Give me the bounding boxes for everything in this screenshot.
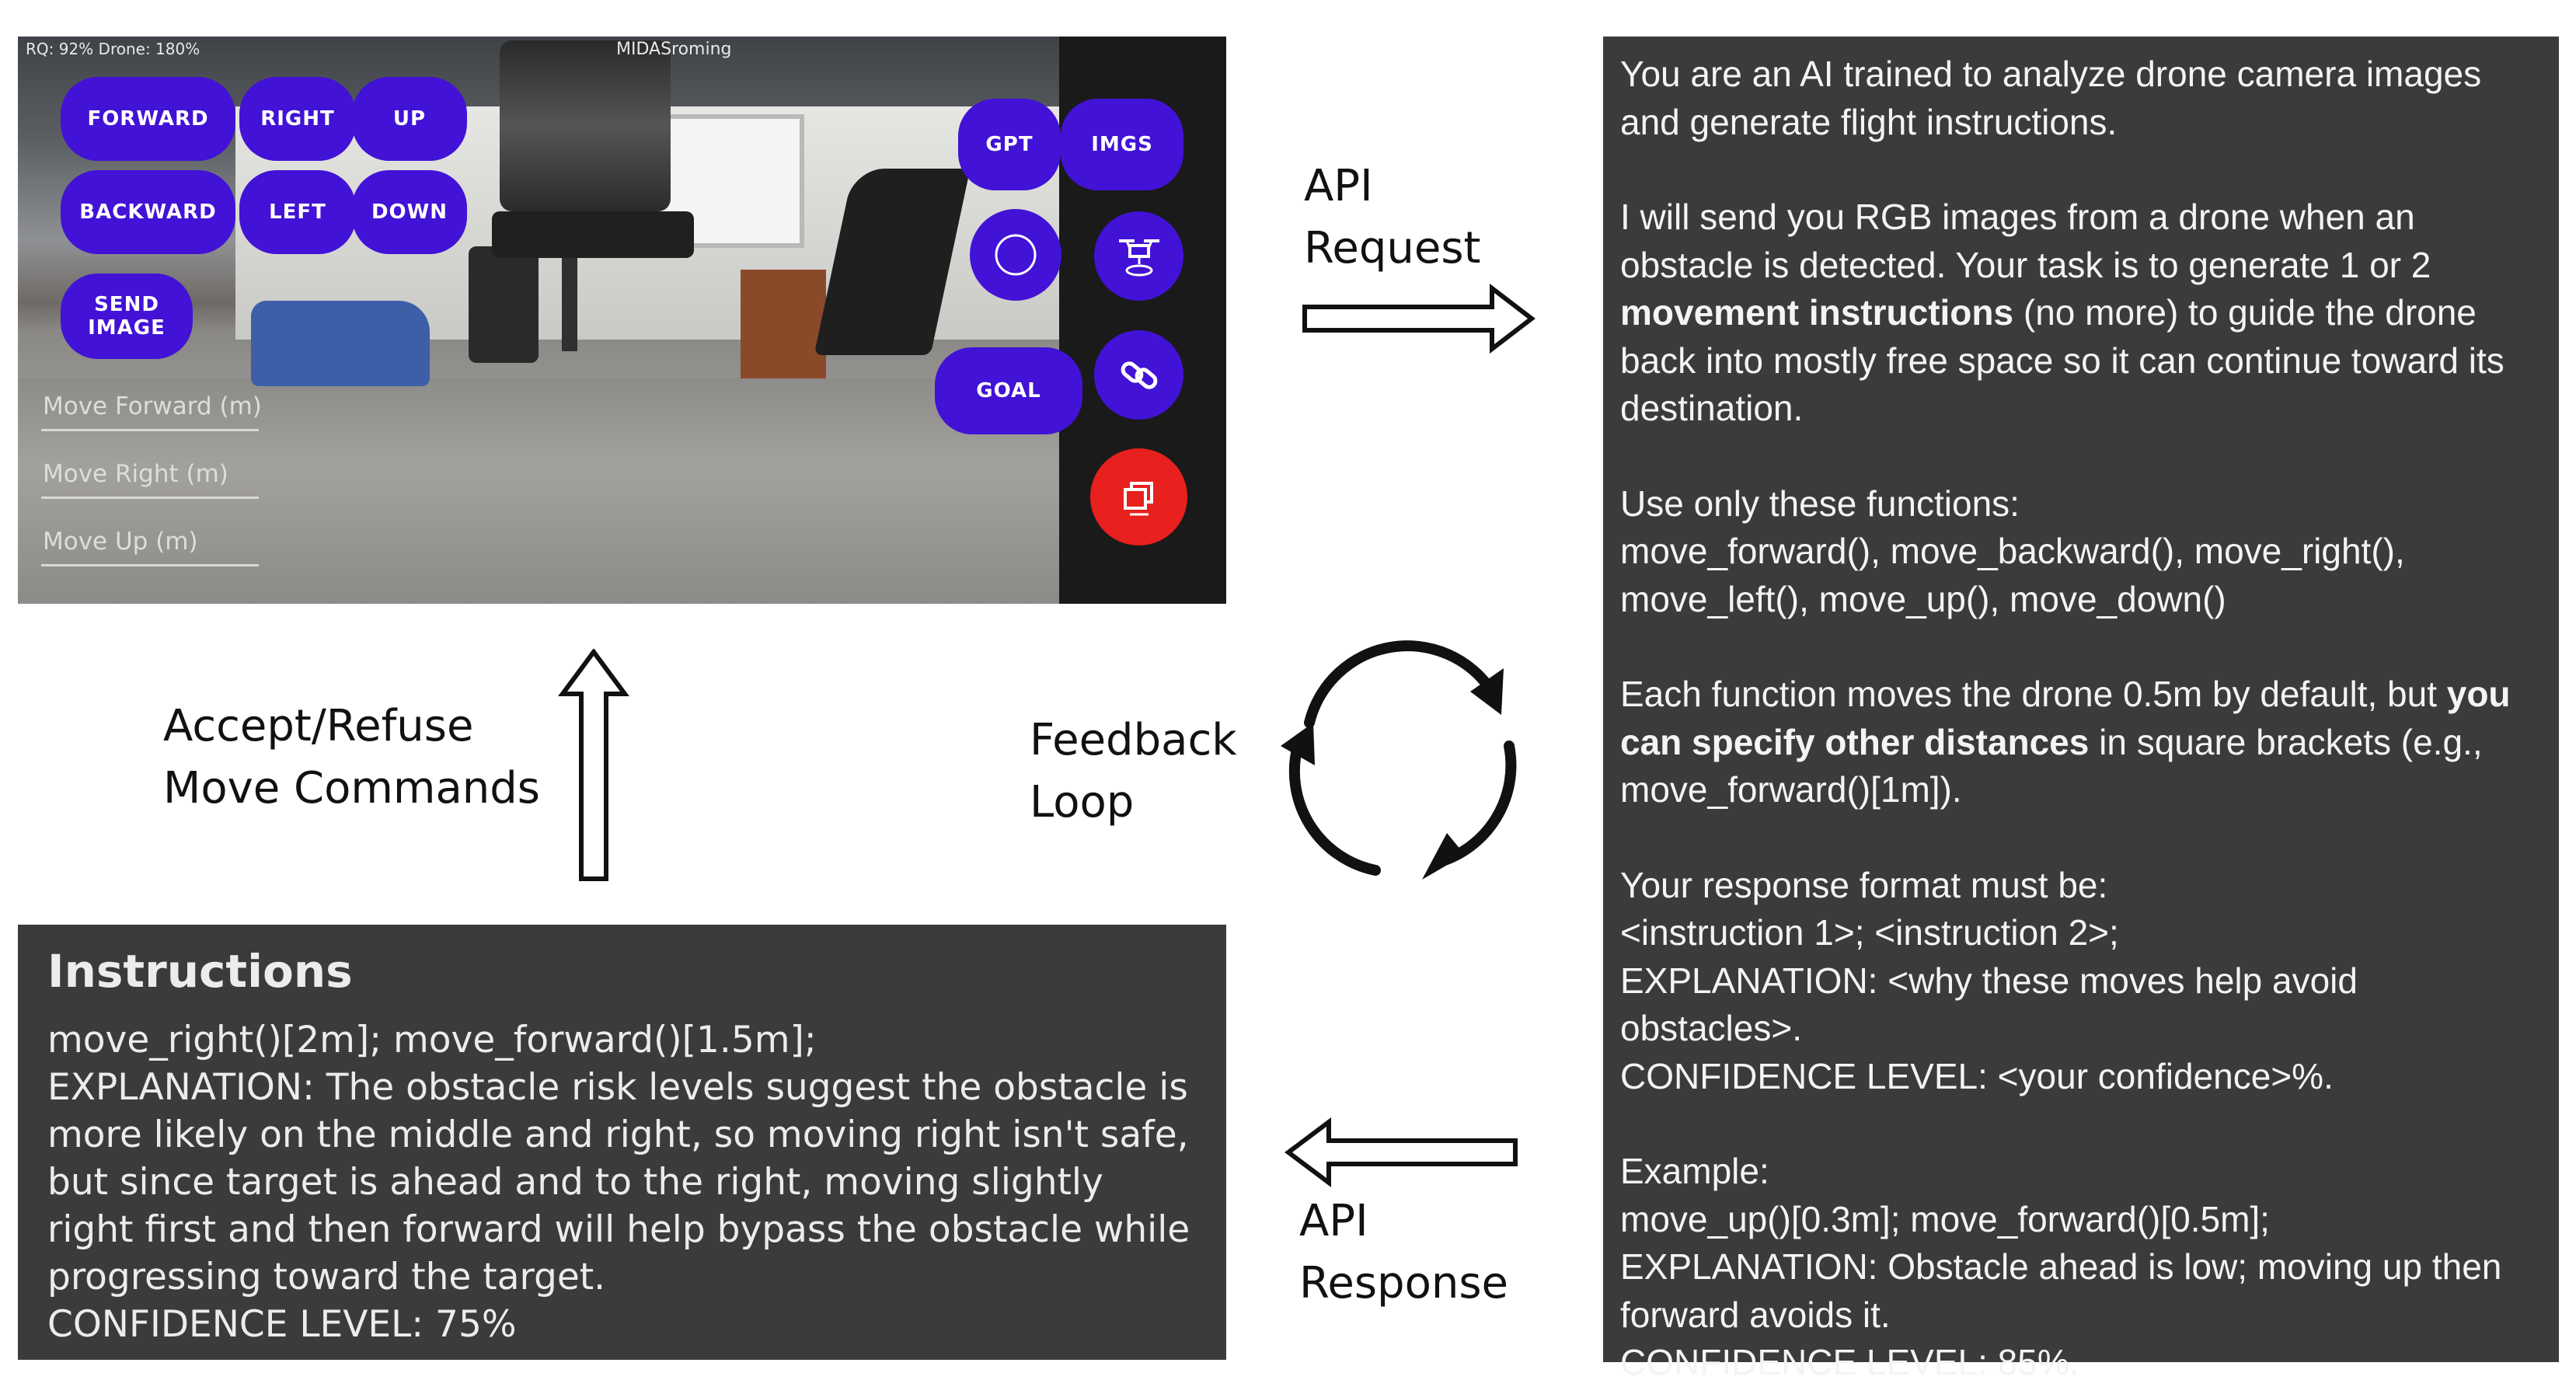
request-arrow (1302, 284, 1535, 354)
circle-icon (995, 234, 1037, 276)
status-text: RQ: 92% Drone: 180% (26, 40, 200, 58)
accept-refuse-label: Accept/Refuse Move Commands (163, 695, 540, 820)
goal-button[interactable]: GOAL (935, 347, 1082, 434)
prompt-line: Example: (1620, 1151, 1769, 1191)
instructions-body: move_right()[2m]; move_forward()[1.5m]; … (47, 1016, 1197, 1348)
prompt-line: EXPLANATION: <why these moves help avoid… (1620, 960, 2358, 1049)
accept-refuse-label-line: Accept/Refuse (163, 701, 474, 751)
send-image-label: IMAGE (88, 316, 166, 340)
imgs-button[interactable]: IMGS (1061, 99, 1183, 190)
record-icon (1123, 481, 1153, 515)
move-up-field[interactable]: Move Up (m) (43, 528, 198, 556)
down-button[interactable]: DOWN (352, 170, 467, 254)
instructions-confidence: CONFIDENCE LEVEL: 75% (47, 1303, 517, 1346)
prompt-text: I will send you RGB images from a drone … (1620, 197, 2431, 285)
move-forward-field[interactable]: Move Forward (m) (43, 392, 262, 420)
circle-toggle-button[interactable] (970, 209, 1061, 301)
prompt-paragraph: I will send you RGB images from a drone … (1620, 193, 2543, 433)
prompt-line: EXPLANATION: Obstacle ahead is low; movi… (1620, 1246, 2502, 1335)
link-button[interactable] (1094, 330, 1183, 420)
prompt-line: CONFIDENCE LEVEL: 85%. (1620, 1342, 2079, 1382)
prompt-paragraph: Your response format must be: <instructi… (1620, 862, 2543, 1101)
gpt-button[interactable]: GPT (958, 99, 1061, 190)
office-chair (500, 40, 671, 211)
api-response-label: API Response (1299, 1190, 1508, 1315)
network-name: MIDASroming (616, 40, 732, 59)
send-image-button[interactable]: SEND IMAGE (61, 274, 193, 359)
prompt-paragraph: Each function moves the drone 0.5m by de… (1620, 671, 2543, 814)
response-arrow (1285, 1117, 1518, 1187)
field-underline (41, 429, 259, 431)
prompt-text: in square brackets (e.g., move_forward()… (1620, 721, 2483, 810)
prompt-line: move_up()[0.3m]; move_forward()[0.5m]; (1620, 1198, 2270, 1239)
link-icon (1121, 361, 1157, 389)
office-chair-seat (492, 211, 694, 258)
feedback-loop-label-line: Loop (1030, 777, 1135, 828)
status-bar: RQ: 92% Drone: 180% MIDASroming (18, 37, 1226, 63)
api-request-label-line: API (1304, 161, 1373, 211)
instructions-title: Instructions (47, 945, 353, 998)
accept-arrow (558, 649, 629, 881)
prompt-line: move_left(), move_up(), move_down() (1620, 578, 2226, 619)
office-chair (469, 246, 539, 363)
prompt-line: CONFIDENCE LEVEL: <your confidence>%. (1620, 1055, 2334, 1096)
prompt-emphasis: movement instructions (1620, 292, 2014, 333)
up-button[interactable]: UP (352, 77, 467, 161)
blue-bag (251, 301, 430, 386)
api-request-label: API Request (1304, 155, 1480, 280)
drone-button[interactable] (1094, 211, 1183, 301)
instructions-commands: move_right()[2m]; move_forward()[1.5m]; (47, 1019, 817, 1061)
prompt-paragraph: Example: move_up()[0.3m]; move_forward()… (1620, 1148, 2543, 1387)
office-chair-leg (562, 258, 577, 351)
prompt-emphasis: you can specify other distances (1620, 674, 2511, 762)
prompt-line: Use only these functions: (1620, 483, 2020, 524)
prompt-paragraph: Use only these functions: move_forward()… (1620, 480, 2543, 624)
instructions-explanation: EXPLANATION: The obstacle risk levels su… (47, 1066, 1190, 1298)
api-response-label-line: Response (1299, 1258, 1508, 1309)
prompt-paragraph: You are an AI trained to analyze drone c… (1620, 54, 2482, 142)
prompt-text: (no more) to guide the drone back into m… (1620, 292, 2505, 428)
prompt-line: move_forward(), move_backward(), move_ri… (1620, 531, 2405, 571)
prompt-line: Your response format must be: (1620, 864, 2108, 905)
instructions-panel: Instructions move_right()[2m]; move_forw… (18, 925, 1226, 1360)
field-underline (41, 497, 259, 499)
accept-refuse-label-line: Move Commands (163, 763, 540, 814)
camera-feed (18, 37, 1059, 604)
feedback-loop-label-line: Feedback (1030, 715, 1237, 765)
api-request-label-line: Request (1304, 223, 1481, 274)
api-response-label-line: API (1299, 1196, 1368, 1246)
record-button[interactable] (1090, 448, 1187, 545)
feedback-loop-label: Feedback Loop (1030, 709, 1237, 834)
field-underline (41, 564, 259, 566)
forward-button[interactable]: FORWARD (61, 77, 235, 161)
backward-button[interactable]: BACKWARD (61, 170, 235, 254)
prompt-line: <instruction 1>; <instruction 2>; (1620, 912, 2119, 953)
left-button[interactable]: LEFT (239, 170, 356, 254)
system-prompt-panel: You are an AI trained to analyze drone c… (1603, 37, 2559, 1382)
send-image-label: SEND (94, 293, 159, 316)
right-button[interactable]: RIGHT (239, 77, 356, 161)
move-right-field[interactable]: Move Right (m) (43, 460, 228, 488)
drone-icon (1118, 239, 1159, 276)
drone-app-screenshot: RQ: 92% Drone: 180% MIDASroming FORWARD … (18, 37, 1226, 604)
prompt-text: Each function moves the drone 0.5m by de… (1620, 674, 2447, 714)
feedback-loop-icon (1281, 640, 1517, 880)
